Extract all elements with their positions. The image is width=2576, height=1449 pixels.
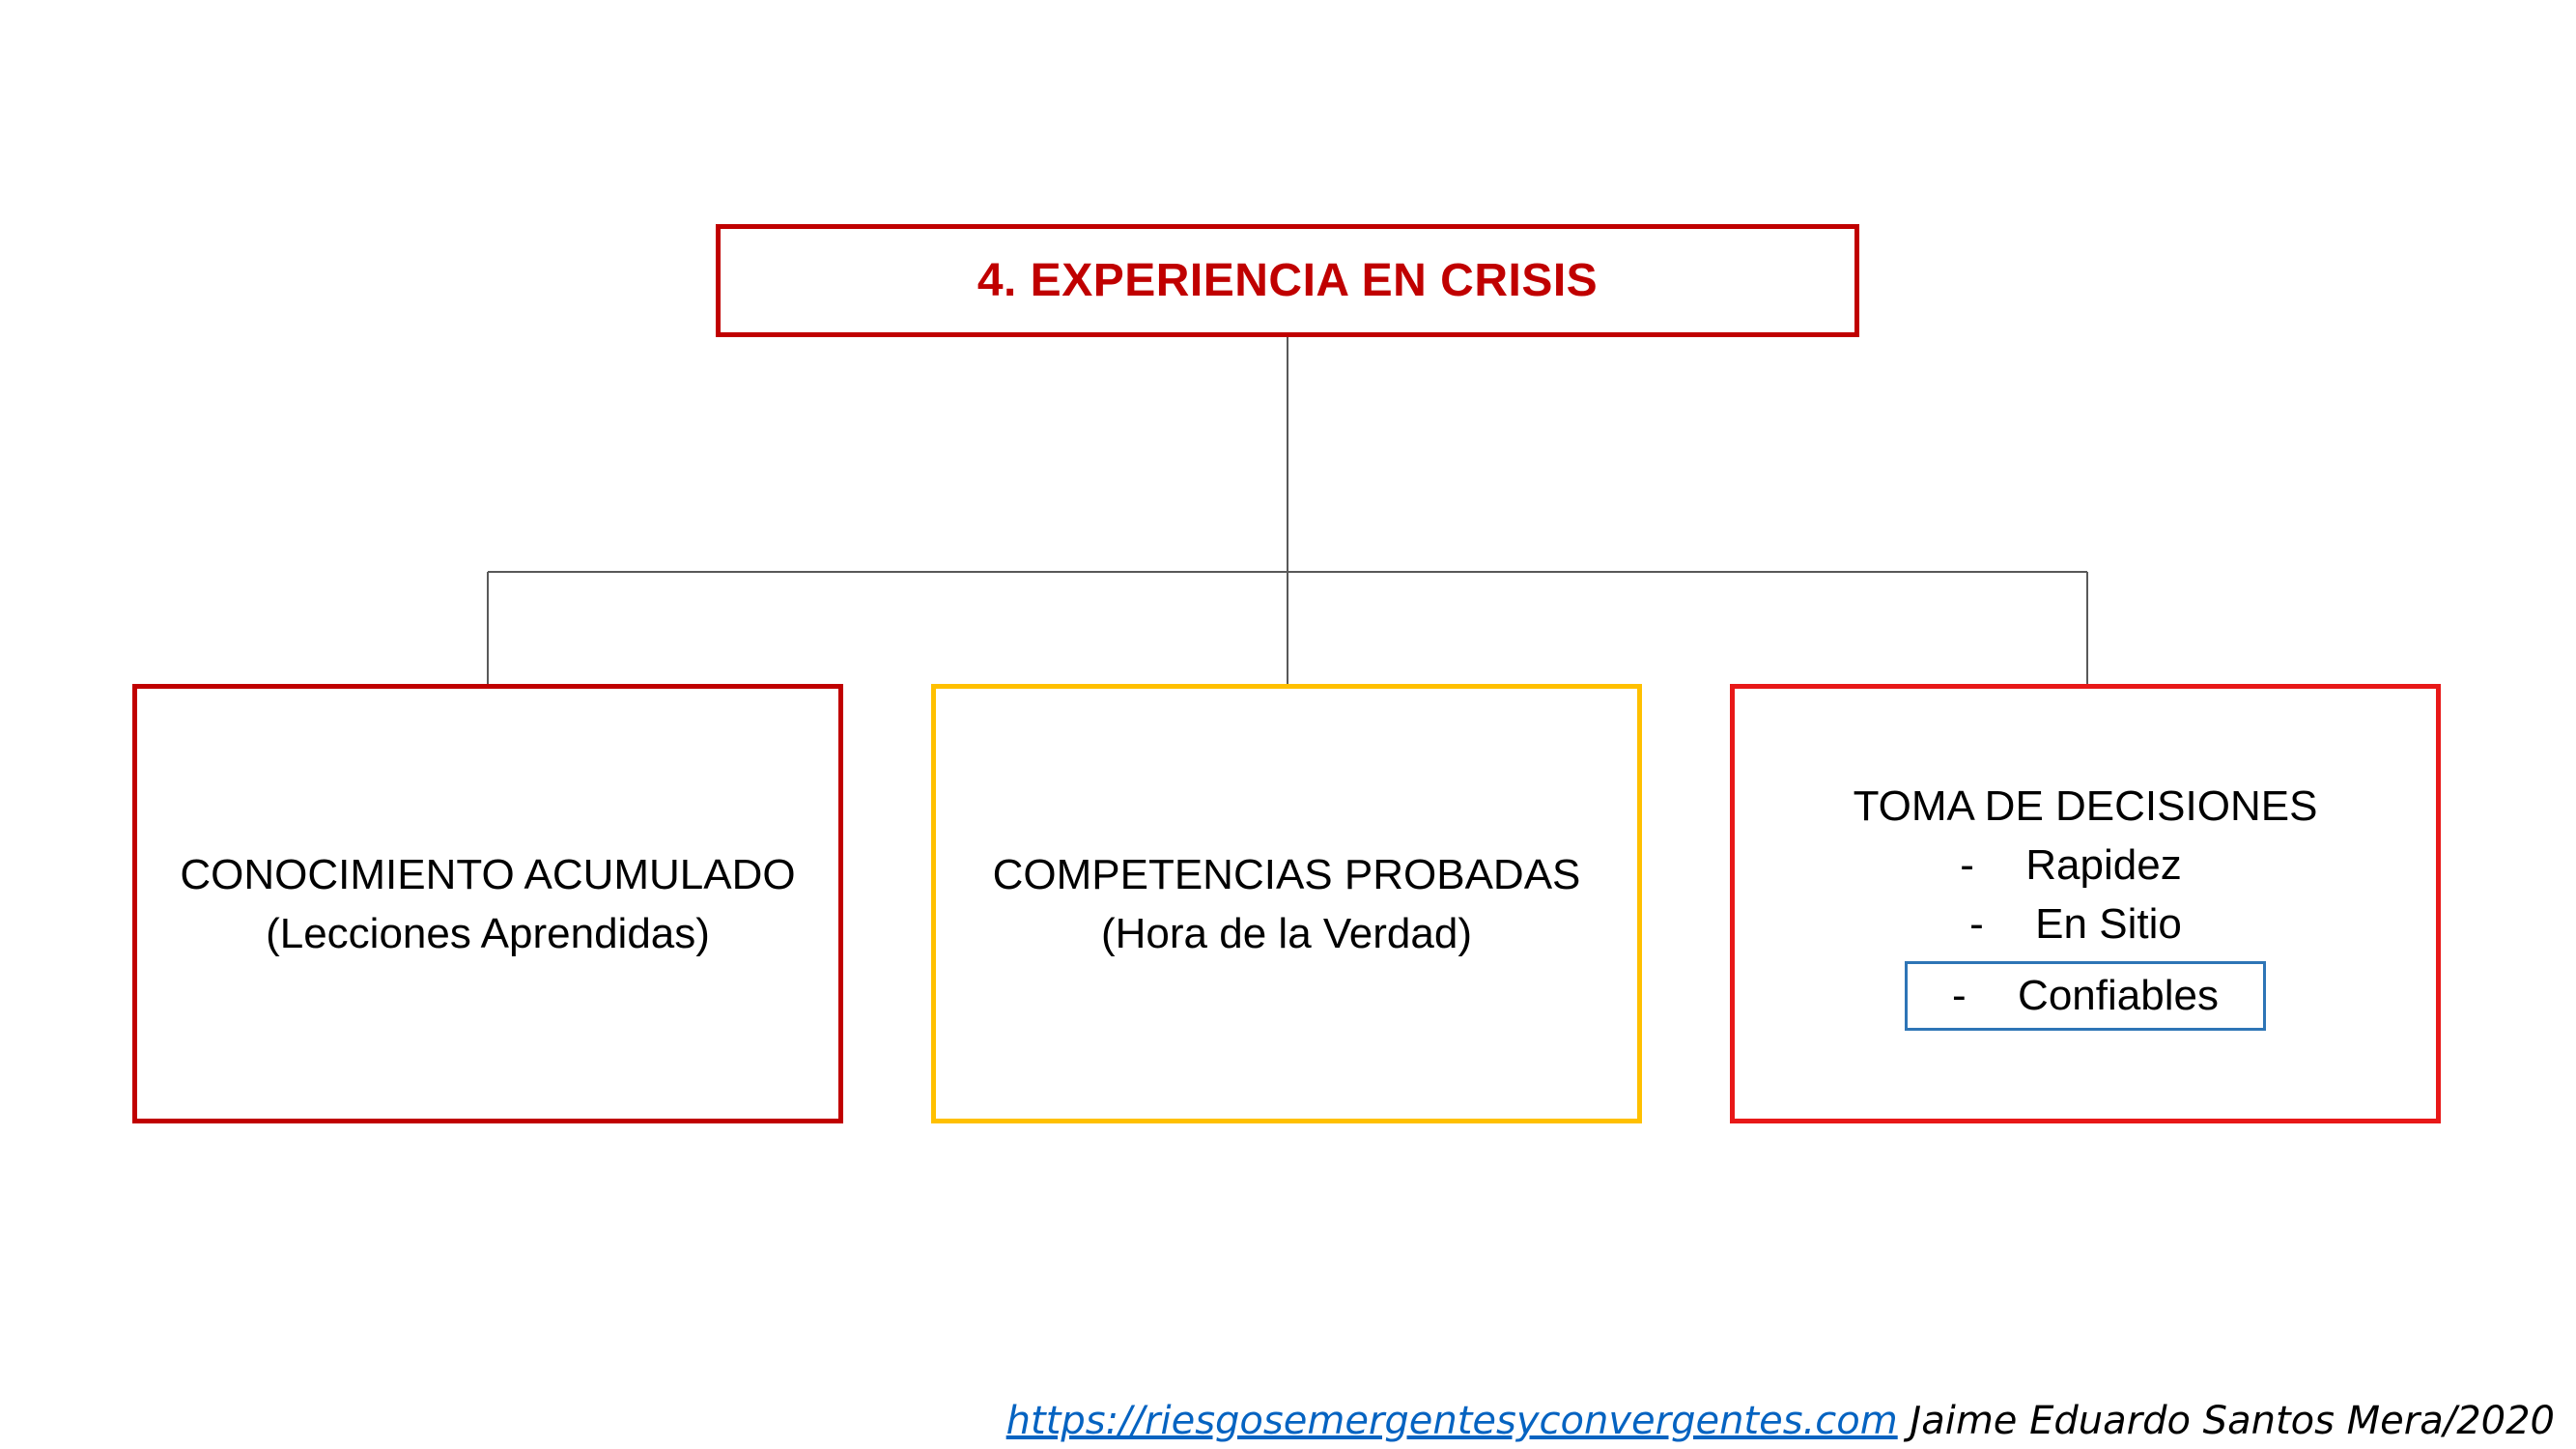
node-subheading: (Hora de la Verdad) [1101,909,1472,957]
root-node-title: 4. EXPERIENCIA EN CRISIS [977,255,1599,306]
dash-bullet: - [1969,900,1984,948]
list-item: - Rapidez [1960,836,2181,895]
node-competencias-probadas: COMPETENCIAS PROBADAS (Hora de la Verdad… [931,684,1642,1123]
list-item-label: Confiables [2018,972,2219,1019]
list-item-label: En Sitio [2035,900,2182,948]
dash-bullet: - [1952,972,1967,1019]
author-credit: Jaime Eduardo Santos Mera/2020 [1910,1399,2555,1443]
list-item-label: Rapidez [2025,841,2182,889]
decision-criteria-list: -Rapidez -En Sitio -Confiables [1905,836,2266,1031]
website-link[interactable]: https://riesgosemergentesyconvergentes.c… [1005,1399,1898,1443]
node-conocimiento-acumulado: CONOCIMIENTO ACUMULADO (Lecciones Aprend… [132,684,843,1123]
dash-bullet: - [1960,841,1974,889]
footer-credit: https://riesgosemergentesyconvergentes.c… [1006,1399,2555,1443]
node-subheading: (Lecciones Aprendidas) [266,909,710,957]
list-item-highlighted: - Confiables [1905,961,2266,1031]
node-heading: TOMA DE DECISIONES [1853,782,2318,830]
root-node: 4. EXPERIENCIA EN CRISIS [716,224,1859,337]
node-heading: CONOCIMIENTO ACUMULADO [180,850,796,898]
node-heading: COMPETENCIAS PROBADAS [992,850,1581,898]
node-toma-de-decisiones: TOMA DE DECISIONES -Rapidez -En Sitio -C… [1730,684,2441,1123]
list-item: - En Sitio [1969,895,2182,953]
